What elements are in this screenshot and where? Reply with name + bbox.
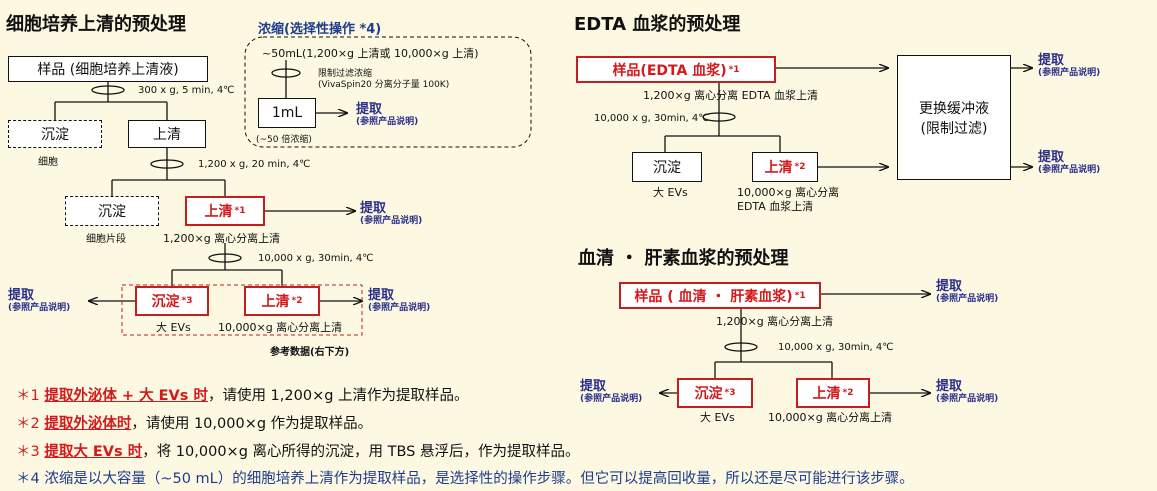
edta-supernatant-box: 上清*2 — [752, 152, 818, 182]
serum-spin-label: 10,000 x g, 30min, 4℃ — [778, 342, 894, 353]
sediment-debris-box: 沉淀 — [65, 196, 159, 226]
serum-supernatant-label: 上清 — [812, 386, 841, 402]
concentration-method-1: 限制过滤浓缩 — [318, 69, 373, 79]
serum-sample-caption: 1,200×g 离心分离上清 — [716, 315, 834, 328]
serum-note-ref-2: *2 — [842, 388, 854, 398]
serum-supernatant-box: 上清*2 — [796, 378, 870, 408]
footnote-4: ＊4 浓缩是以大容量（~50 mL）的细胞培养上清作为提取样品，是选择性的操作步… — [16, 471, 914, 487]
sediment-large-evs-label: 沉淀 — [151, 294, 180, 310]
buffer-exchange-line1: 更换缓冲液 — [919, 100, 989, 117]
serum-sample-box: 样品 ( 血清 ・ 肝素血浆)*1 — [619, 282, 821, 309]
edta-supernatant-caption-2: EDTA 血浆上清 — [737, 200, 814, 213]
footnote-1: ＊1 提取外泌体 + 大 EVs 时，请使用 1,200×g 上清作为提取样品。 — [16, 388, 469, 404]
footnote-2: ＊2 提取外泌体时，请使用 10,000×g 作为提取样品。 — [16, 416, 373, 432]
concentration-input-label: ~50mL(1,200×g 上清或 10,000×g 上清) — [262, 47, 479, 60]
supernatant-1200g-label: 上清 — [204, 204, 233, 220]
concentration-ratio-caption: (~50 倍浓缩) — [256, 135, 312, 145]
edta-sample-box: 样品(EDTA 血浆)*1 — [576, 56, 776, 83]
reference-data-caption: 参考数据(右下方) — [270, 347, 350, 358]
buffer-exchange-box: 更换缓冲液 (限制过滤) — [897, 55, 1011, 180]
note-ref-2: *2 — [291, 296, 303, 306]
edta-note-ref-1: *1 — [728, 64, 740, 75]
serum-sediment-label: 沉淀 — [694, 386, 723, 402]
supernatant-1200g-caption: 1,200×g 离心分离上清 — [163, 232, 281, 245]
extract-label-e2: 提取(参照产品说明) — [1038, 150, 1101, 175]
supernatant-10000g-label: 上清 — [261, 294, 290, 310]
extract-label-l2: 提取(参照产品说明) — [8, 288, 71, 313]
serum-sediment-caption: 大 EVs — [700, 411, 735, 424]
concentration-method-2: (VivaSpin20 分离分子量 100K) — [318, 80, 450, 90]
note-ref-3: *3 — [181, 296, 193, 306]
sediment-large-evs-caption: 大 EVs — [156, 321, 191, 334]
edta-spin-label: 10,000 x g, 30min, 4℃ — [594, 113, 710, 124]
cell-culture-sample-box: 样品 (细胞培养上清液) — [8, 56, 208, 82]
extract-label-l3: 提取(参照产品说明) — [368, 288, 431, 313]
serum-supernatant-caption: 10,000×g 离心分离上清 — [768, 411, 893, 424]
sediment-large-evs-box: 沉淀*3 — [135, 286, 209, 316]
edta-sample-label: 样品(EDTA 血浆) — [612, 62, 727, 79]
serum-title: 血清 ・ 肝素血浆的预处理 — [578, 248, 789, 269]
edta-sediment-box: 沉淀 — [632, 152, 702, 182]
extract-label-c1: 提取(参照产品说明) — [356, 102, 419, 127]
spin-1200g-label: 1,200 x g, 20 min, 4℃ — [198, 159, 311, 170]
supernatant-1200g-box: 上清*1 — [185, 196, 265, 226]
cell-culture-title: 细胞培养上清的预处理 — [6, 14, 186, 35]
serum-sample-label: 样品 ( 血清 ・ 肝素血浆) — [634, 288, 793, 305]
extract-label-s2: 提取(参照产品说明) — [580, 379, 643, 404]
extract-label-e1: 提取(参照产品说明) — [1038, 53, 1101, 78]
serum-note-ref-3: *3 — [724, 388, 736, 398]
sediment-debris-caption: 细胞片段 — [86, 234, 126, 245]
edta-supernatant-label: 上清 — [764, 160, 793, 176]
edta-sediment-caption: 大 EVs — [653, 186, 688, 199]
extract-label-l1: 提取(参照产品说明) — [360, 201, 423, 226]
footnote-3: ＊3 提取大 EVs 时，将 10,000×g 离心所得的沉淀，用 TBS 悬浮… — [16, 444, 580, 460]
supernatant-10000g-caption: 10,000×g 离心分离上清 — [218, 321, 343, 334]
edta-note-ref-2: *2 — [794, 162, 806, 172]
supernatant-1-box: 上清 — [128, 120, 206, 148]
edta-sample-caption: 1,200×g 离心分离 EDTA 血浆上清 — [643, 89, 818, 102]
sediment-cells-caption: 细胞 — [38, 157, 58, 168]
note-ref-1: *1 — [234, 206, 246, 216]
concentration-frame — [244, 36, 532, 148]
sediment-cells-box: 沉淀 — [8, 120, 102, 148]
extract-label-s3: 提取(参照产品说明) — [936, 379, 999, 404]
spin-10000g-label: 10,000 x g, 30min, 4℃ — [258, 253, 374, 264]
spin-300g-label: 300 x g, 5 min, 4℃ — [138, 85, 235, 96]
buffer-exchange-line2: (限制过滤) — [920, 120, 988, 137]
serum-note-ref-1: *1 — [794, 290, 806, 301]
supernatant-10000g-box: 上清*2 — [244, 286, 320, 316]
concentration-title: 浓缩(选择性操作 *4) — [258, 22, 382, 37]
edta-title: EDTA 血浆的预处理 — [574, 14, 741, 35]
reference-data-frame — [121, 284, 363, 336]
edta-supernatant-caption-1: 10,000×g 离心分离 — [737, 186, 840, 199]
concentrated-1ml-box: 1mL — [258, 98, 316, 128]
extract-label-s1: 提取(参照产品说明) — [936, 279, 999, 304]
serum-sediment-box: 沉淀*3 — [677, 378, 753, 408]
